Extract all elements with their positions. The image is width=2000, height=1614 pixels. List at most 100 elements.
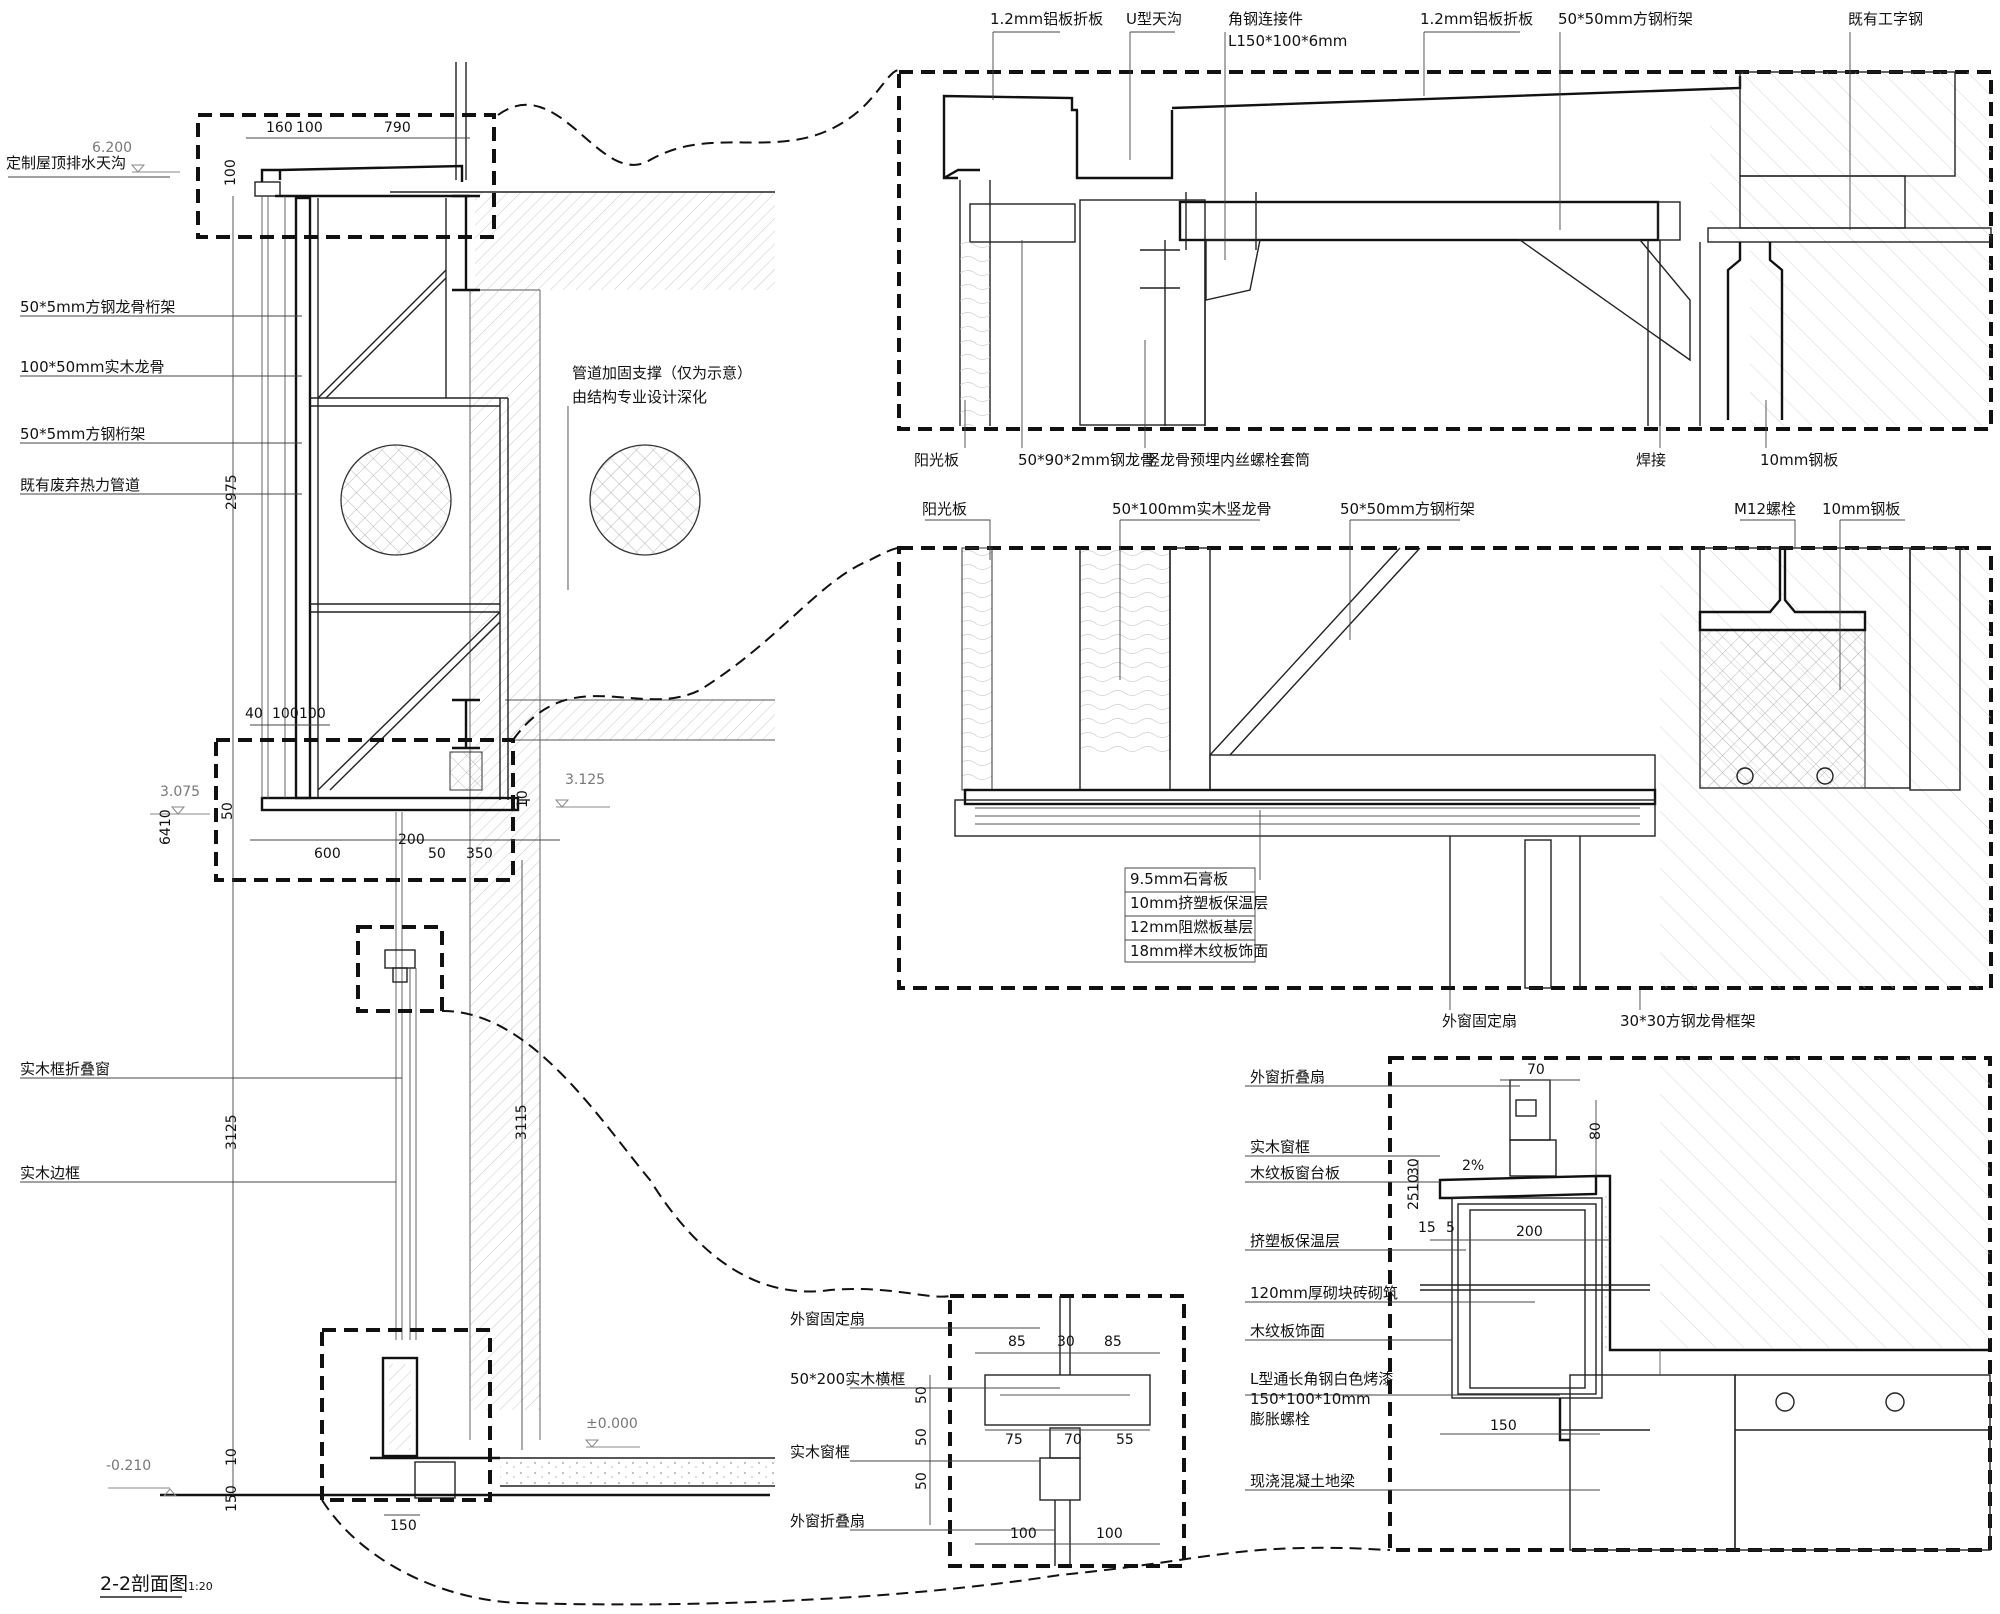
label-truss: 50*5mm方钢桁架 <box>20 425 145 443</box>
svg-text:50: 50 <box>220 802 236 820</box>
svg-text:25: 25 <box>1406 1192 1422 1210</box>
svg-text:160: 160 <box>266 120 293 136</box>
label-pipe: 既有废弃热力管道 <box>20 476 140 494</box>
svg-text:角钢连接件: 角钢连接件 <box>1228 10 1303 28</box>
svg-text:木纹板饰面: 木纹板饰面 <box>1250 1322 1325 1340</box>
svg-text:2975: 2975 <box>224 474 240 510</box>
svg-text:50*200实木横框: 50*200实木横框 <box>790 1370 905 1388</box>
svg-text:焊接: 焊接 <box>1636 451 1666 469</box>
svg-text:100: 100 <box>299 706 326 722</box>
svg-text:10mm钢板: 10mm钢板 <box>1760 451 1838 469</box>
pipe-note-1: 管道加固支撑（仅为示意） <box>572 364 752 382</box>
main-section <box>8 62 775 1516</box>
level-ground: ±0.000 <box>586 1416 638 1432</box>
svg-text:55: 55 <box>1116 1432 1134 1448</box>
drawing-title: 2-2剖面图 1:20 <box>100 1573 213 1598</box>
label-side-frame: 实木边框 <box>20 1164 80 1182</box>
level-roof: 6.200 <box>92 140 132 156</box>
pipe-note-2: 由结构专业设计深化 <box>572 388 707 406</box>
svg-text:U型天沟: U型天沟 <box>1126 10 1182 28</box>
svg-text:100: 100 <box>296 120 323 136</box>
detail-3-window <box>850 1294 1186 1568</box>
svg-text:40: 40 <box>245 706 263 722</box>
svg-text:1.2mm铝板折板: 1.2mm铝板折板 <box>1420 10 1533 28</box>
svg-text:10: 10 <box>224 1448 240 1466</box>
existing-slab-mid <box>505 700 775 740</box>
title-scale: 1:20 <box>188 1580 213 1593</box>
pipe-circle-2 <box>589 444 701 556</box>
svg-text:L150*100*6mm: L150*100*6mm <box>1228 32 1347 50</box>
existing-slab-top <box>475 192 775 290</box>
svg-text:外窗折叠扇: 外窗折叠扇 <box>790 1512 865 1530</box>
title-text: 2-2剖面图 <box>100 1573 188 1595</box>
svg-text:L型通长角钢白色烤漆: L型通长角钢白色烤漆 <box>1250 1370 1393 1388</box>
svg-text:外窗固定扇: 外窗固定扇 <box>790 1310 865 1328</box>
svg-text:50*50mm方钢桁架: 50*50mm方钢桁架 <box>1558 10 1693 28</box>
svg-text:M12螺栓: M12螺栓 <box>1734 500 1796 518</box>
ground-slab <box>500 1458 775 1486</box>
detail-4-labels: 外窗折叠扇 实木窗框 木纹板窗台板 挤塑板保温层 120mm厚砌块砖砌筑 木纹板… <box>1250 1062 1604 1490</box>
svg-text:70: 70 <box>1064 1432 1082 1448</box>
detail-box-4 <box>320 1328 492 1502</box>
svg-text:50*50mm方钢桁架: 50*50mm方钢桁架 <box>1340 500 1475 518</box>
svg-text:5: 5 <box>1446 1220 1455 1236</box>
svg-text:150: 150 <box>390 1518 417 1534</box>
svg-text:150: 150 <box>224 1485 240 1512</box>
svg-text:150*100*10mm: 150*100*10mm <box>1250 1390 1371 1408</box>
svg-text:现浇混凝土地梁: 现浇混凝土地梁 <box>1250 1472 1355 1490</box>
svg-text:10mm钢板: 10mm钢板 <box>1822 500 1900 518</box>
svg-text:阳光板: 阳光板 <box>922 500 967 518</box>
svg-text:30: 30 <box>1057 1334 1075 1350</box>
svg-text:200: 200 <box>1516 1224 1543 1240</box>
svg-text:85: 85 <box>1008 1334 1026 1350</box>
main-section-labels: 定制屋顶排水天沟 50*5mm方钢龙骨桁架 100*50mm实木龙骨 50*5m… <box>6 154 752 1182</box>
svg-text:木纹板窗台板: 木纹板窗台板 <box>1250 1164 1340 1182</box>
level-3125: 3.125 <box>565 772 605 788</box>
detail-2-labels: 阳光板 50*100mm实木竖龙骨 50*50mm方钢桁架 M12螺栓 10mm… <box>922 500 1900 1030</box>
existing-wall <box>470 290 540 1410</box>
level-outside: -0.210 <box>106 1458 151 1474</box>
svg-text:100: 100 <box>1010 1526 1037 1542</box>
svg-text:50: 50 <box>428 846 446 862</box>
detail-1-roof <box>897 31 1993 448</box>
svg-text:10mm挤塑板保温层: 10mm挤塑板保温层 <box>1130 894 1268 912</box>
svg-text:2%: 2% <box>1462 1158 1484 1174</box>
dimension-lines <box>232 137 560 1516</box>
svg-text:3115: 3115 <box>514 1104 530 1140</box>
level-markers <box>108 164 640 1497</box>
svg-text:30: 30 <box>1406 1158 1422 1176</box>
svg-text:70: 70 <box>1527 1062 1545 1078</box>
svg-text:50: 50 <box>914 1386 930 1404</box>
svg-text:100: 100 <box>272 706 299 722</box>
svg-text:阳光板: 阳光板 <box>914 451 959 469</box>
detail-box-1 <box>196 113 496 239</box>
detail-4-sill <box>1245 1056 1992 1552</box>
svg-text:膨胀螺栓: 膨胀螺栓 <box>1250 1410 1310 1428</box>
svg-text:200: 200 <box>398 832 425 848</box>
svg-text:外窗固定扇: 外窗固定扇 <box>1442 1012 1517 1030</box>
svg-text:实木窗框: 实木窗框 <box>790 1443 850 1461</box>
svg-text:实木窗框: 实木窗框 <box>1250 1138 1310 1156</box>
pipe-circle-1 <box>340 444 452 556</box>
svg-text:9.5mm石膏板: 9.5mm石膏板 <box>1130 870 1228 888</box>
svg-text:790: 790 <box>384 120 411 136</box>
svg-text:3125: 3125 <box>224 1114 240 1150</box>
detail-3-labels: 外窗固定扇 50*200实木横框 实木窗框 外窗折叠扇 85 30 85 75 … <box>790 1310 1134 1542</box>
svg-text:600: 600 <box>314 846 341 862</box>
detail-box-3 <box>356 925 444 1013</box>
svg-text:50*90*2mm钢龙骨: 50*90*2mm钢龙骨 <box>1018 451 1155 469</box>
svg-text:10: 10 <box>515 790 531 808</box>
svg-text:12mm阻燃板基层: 12mm阻燃板基层 <box>1130 918 1253 936</box>
svg-text:50: 50 <box>914 1428 930 1446</box>
label-timber: 100*50mm实木龙骨 <box>20 358 164 376</box>
label-gutter: 定制屋顶排水天沟 <box>6 154 126 172</box>
main-dimensions: 160 100 790 100 2975 40 100 100 6410 50 … <box>158 120 531 1534</box>
svg-text:50: 50 <box>914 1472 930 1490</box>
svg-text:1.2mm铝板折板: 1.2mm铝板折板 <box>990 10 1103 28</box>
svg-text:85: 85 <box>1104 1334 1122 1350</box>
label-truss-keel: 50*5mm方钢龙骨桁架 <box>20 298 175 316</box>
detail-1-labels: 1.2mm铝板折板 U型天沟 角钢连接件 L150*100*6mm 1.2mm铝… <box>914 10 1923 469</box>
svg-text:6410: 6410 <box>158 809 174 845</box>
svg-text:15: 15 <box>1418 1220 1436 1236</box>
